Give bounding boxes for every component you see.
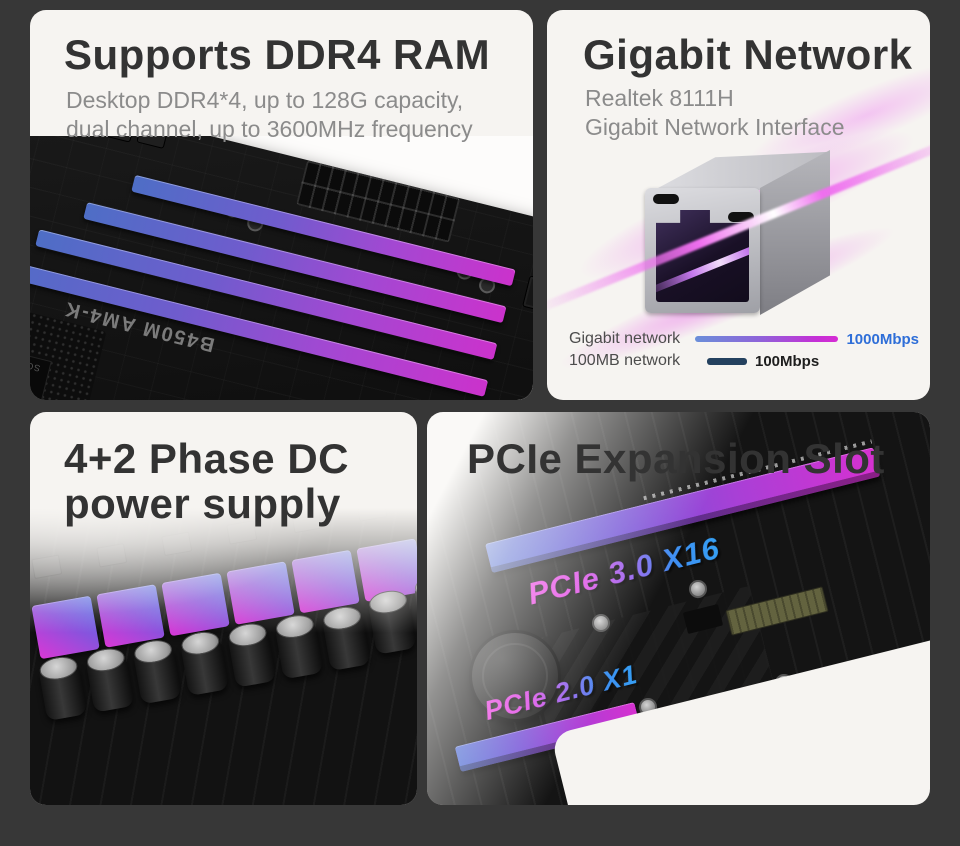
capacitor <box>180 637 229 696</box>
motherboard: B450M AM4-K SOCKET AM4 <box>30 136 533 400</box>
panel-ddr4-ram: Supports DDR4 RAM Desktop DDR4*4, up to … <box>30 10 533 400</box>
mosfet-chip <box>96 543 128 568</box>
network-subtitle: Realtek 8111H Gigabit Network Interface <box>585 84 845 142</box>
mosfet-chip <box>161 531 193 557</box>
power-title-line1: 4+2 Phase DC <box>64 435 349 482</box>
chart-label: 100MB network <box>569 352 681 369</box>
screw <box>592 614 610 632</box>
power-photo <box>30 508 417 805</box>
chart-value: 1000Mbps <box>846 330 919 348</box>
capacitor <box>322 612 371 671</box>
mosfet-chip <box>31 554 63 580</box>
rj45-led-slot <box>653 194 679 204</box>
rj45-port <box>645 150 845 325</box>
network-illustration <box>547 18 930 400</box>
power-choke <box>291 549 360 614</box>
ram-photo: B450M AM4-K SOCKET AM4 <box>30 136 533 400</box>
rj45-opening <box>656 210 749 302</box>
power-choke <box>226 561 295 625</box>
rj45-front-face <box>645 188 760 313</box>
chart-label: Gigabit network <box>569 330 681 347</box>
ram-subtitle-line2: dual channel, up to 3600MHz frequency <box>66 116 473 142</box>
network-speed-chart: Gigabit network 1000Mbps 100MB network 1… <box>569 328 919 372</box>
chart-bar-100mb <box>707 357 747 365</box>
ram-subtitle: Desktop DDR4*4, up to 128G capacity, dua… <box>66 86 473 144</box>
capacitor <box>38 662 87 721</box>
capacitor <box>227 629 277 688</box>
network-subtitle-line1: Realtek 8111H <box>585 85 734 111</box>
network-subtitle-line2: Gigabit Network Interface <box>585 114 845 140</box>
rj45-led-slot <box>728 212 754 222</box>
ram-subtitle-line1: Desktop DDR4*4, up to 128G capacity, <box>66 87 464 113</box>
chart-bar-gigabit <box>695 336 839 342</box>
capacitor <box>133 646 182 705</box>
capacitor <box>413 580 417 639</box>
chart-value: 100Mbps <box>755 352 820 370</box>
power-choke <box>161 572 230 637</box>
mosfet-chip <box>356 508 388 522</box>
power-title: 4+2 Phase DC power supply <box>64 436 349 527</box>
power-choke <box>96 584 165 648</box>
panel-gigabit-network: Gigabit Network Realtek 8111H Gigabit Ne… <box>547 10 930 400</box>
chart-row-100mb: 100MB network 100Mbps <box>569 350 919 372</box>
power-choke <box>31 595 100 660</box>
capacitor <box>274 621 324 680</box>
panel-pcie-expansion: PCIe 3.0 X16 PCIe 2.0 X1 PCIe Expansion … <box>427 412 930 805</box>
screw <box>689 580 707 598</box>
chart-row-gigabit: Gigabit network 1000Mbps <box>569 328 919 350</box>
power-title-line2: power supply <box>64 480 341 528</box>
panel-power-supply: 4+2 Phase DC power supply <box>30 412 417 805</box>
capacitor <box>368 596 417 655</box>
ram-title: Supports DDR4 RAM <box>64 31 491 78</box>
pcie-title: PCIe Expansion Slot <box>467 435 885 482</box>
network-title: Gigabit Network <box>583 31 913 78</box>
capacitor <box>85 654 135 713</box>
